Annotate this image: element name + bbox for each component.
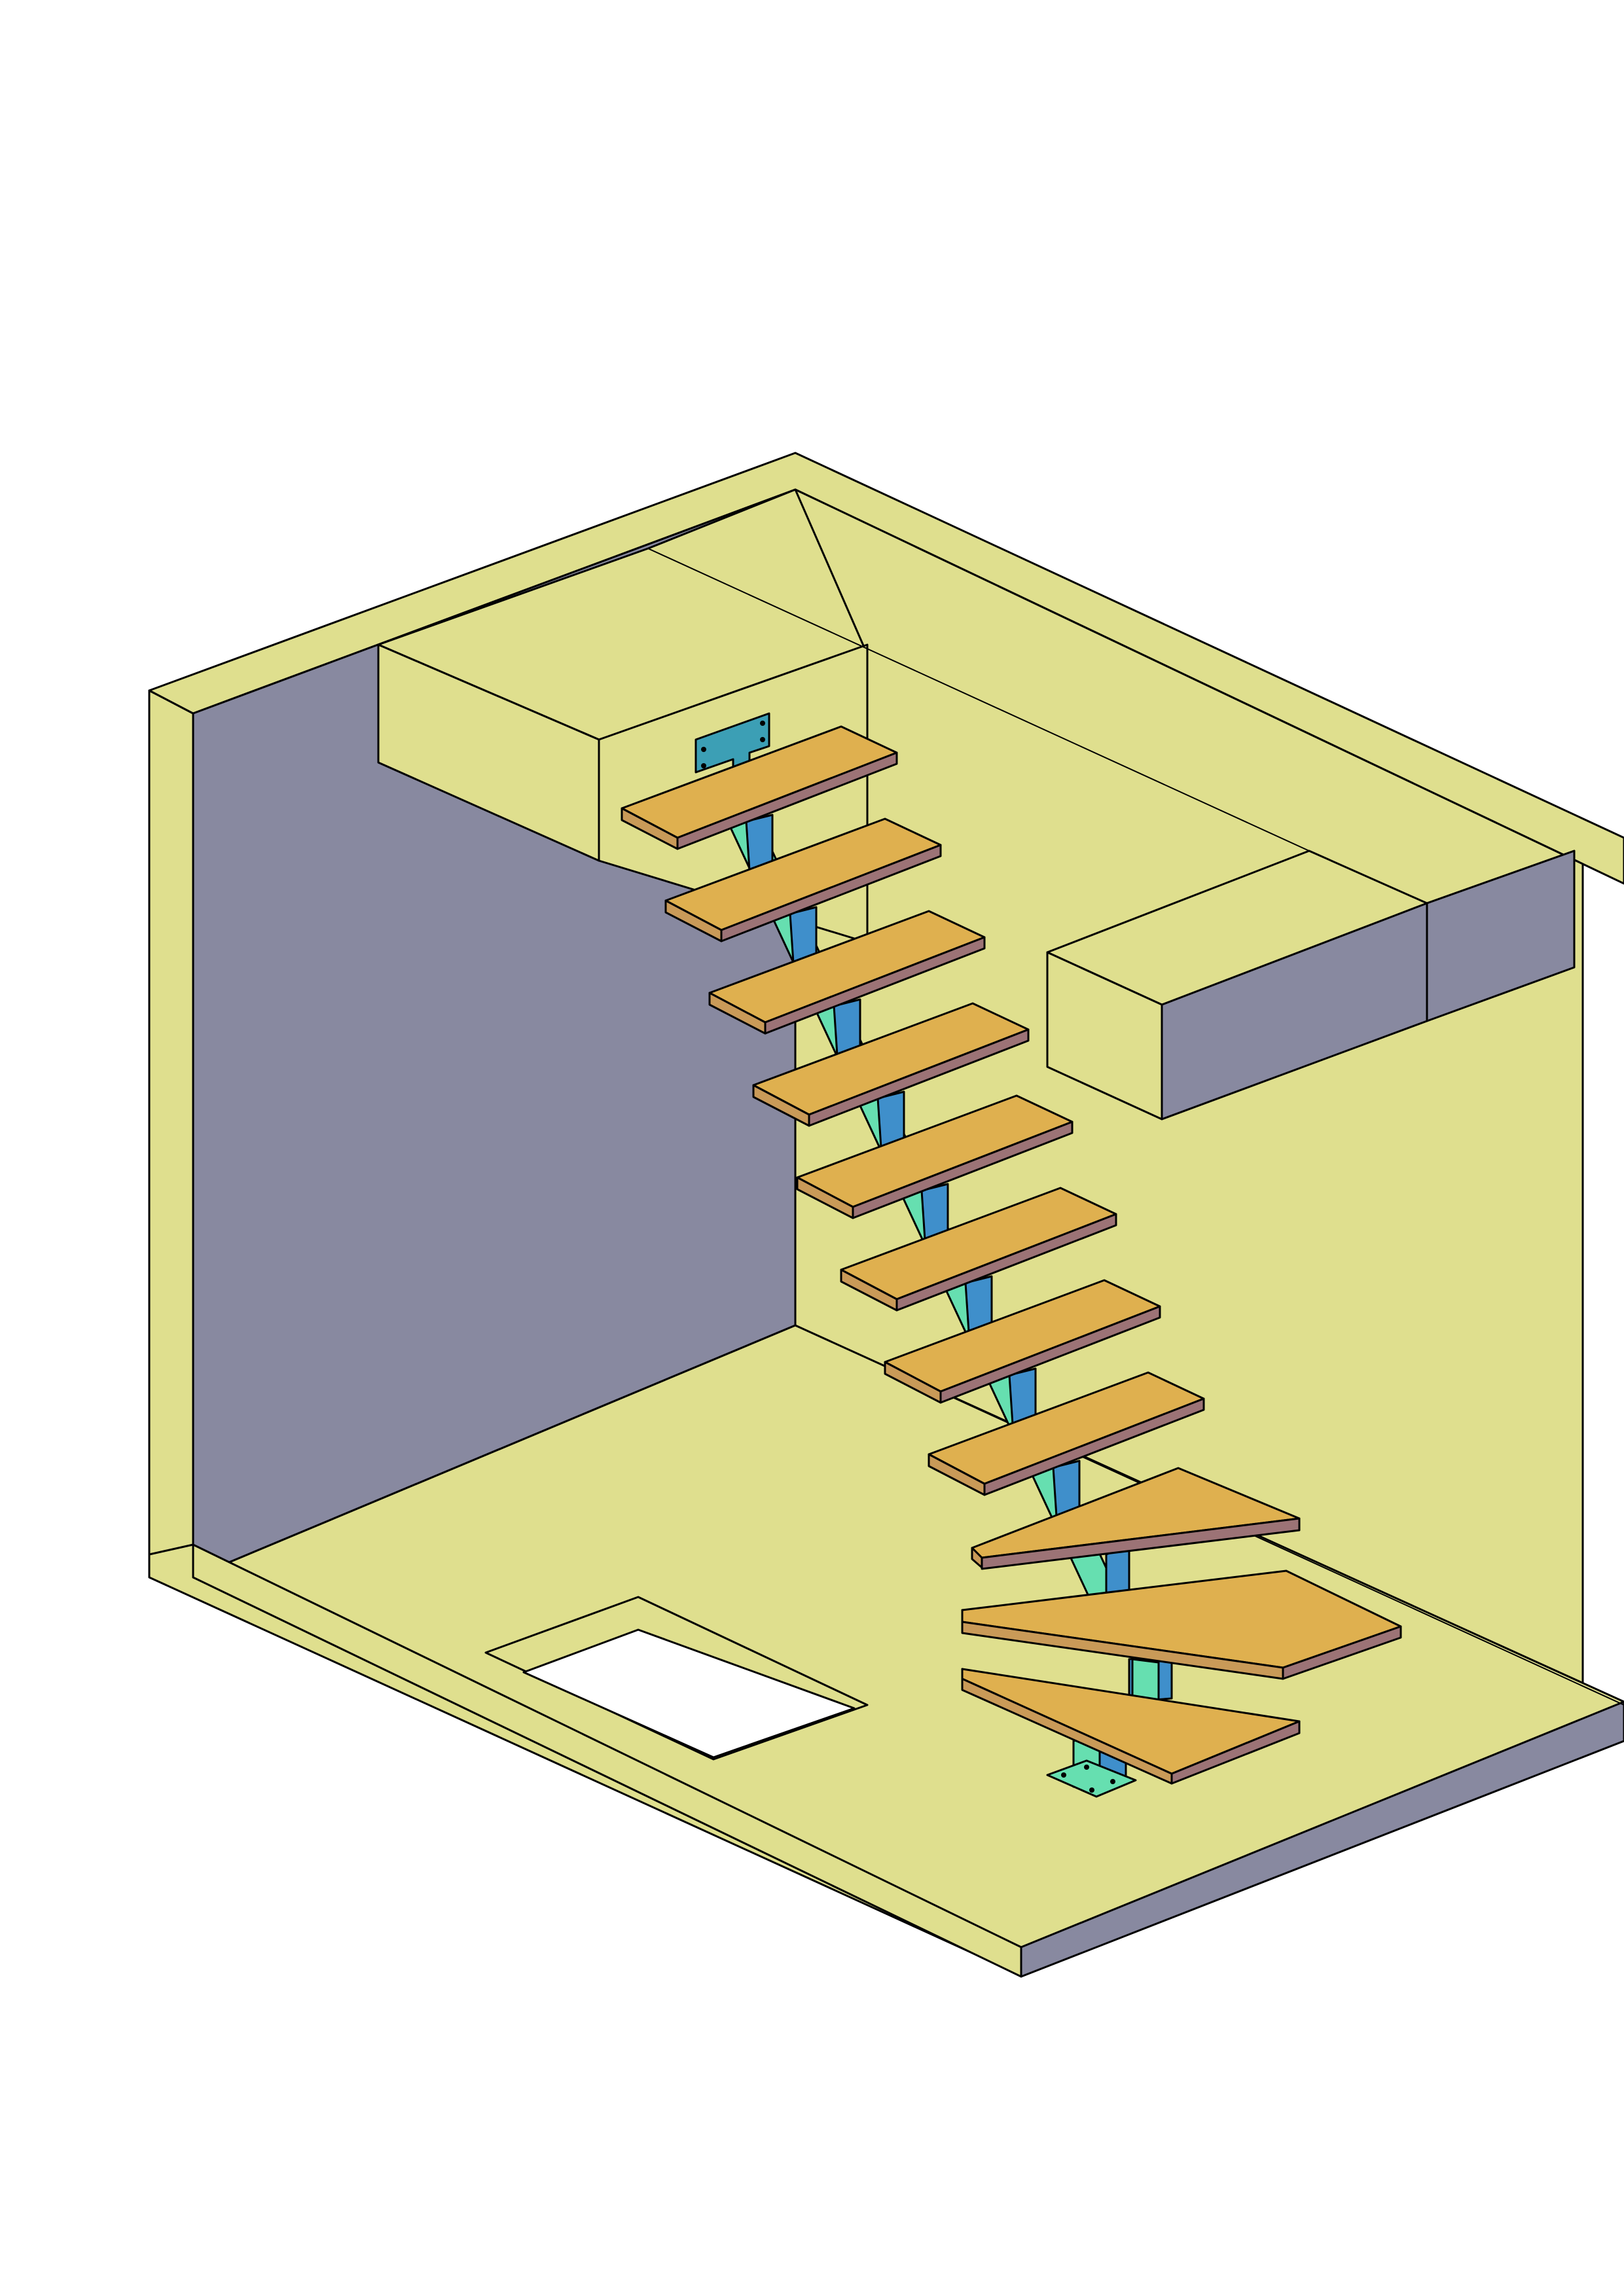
- base-bolt-1: [1061, 1772, 1066, 1778]
- floor-opening: [484, 1596, 869, 1761]
- base-plate: [1046, 1759, 1137, 1798]
- opening-hole: [522, 1628, 856, 1759]
- base-bolt-4: [1089, 1787, 1094, 1793]
- tread-edge-4: [808, 1028, 1030, 1127]
- bench-side-2: [1426, 850, 1576, 1022]
- tread-edge-6: [895, 1213, 1117, 1312]
- staircase: [621, 725, 1402, 1798]
- tread-edge-5: [852, 1121, 1074, 1219]
- winder-tread-edge-2: [1282, 1625, 1402, 1680]
- side-bench: [1046, 850, 1576, 1121]
- base-bolt-3: [1110, 1779, 1115, 1784]
- tread-edge-8: [983, 1397, 1205, 1496]
- winder-tread-edge-3: [1170, 1720, 1301, 1785]
- room-shell: [148, 452, 1624, 1978]
- tread-edge-2: [720, 844, 942, 942]
- left-wall-edge: [148, 689, 194, 1579]
- floor-front-right: [1020, 1700, 1624, 1978]
- winder-tread-edge-1: [981, 1517, 1301, 1570]
- tread-edge-7: [939, 1305, 1161, 1404]
- tread-edge-3: [764, 936, 986, 1035]
- tread-edge-1: [676, 751, 898, 850]
- base-bolt-2: [1084, 1765, 1089, 1770]
